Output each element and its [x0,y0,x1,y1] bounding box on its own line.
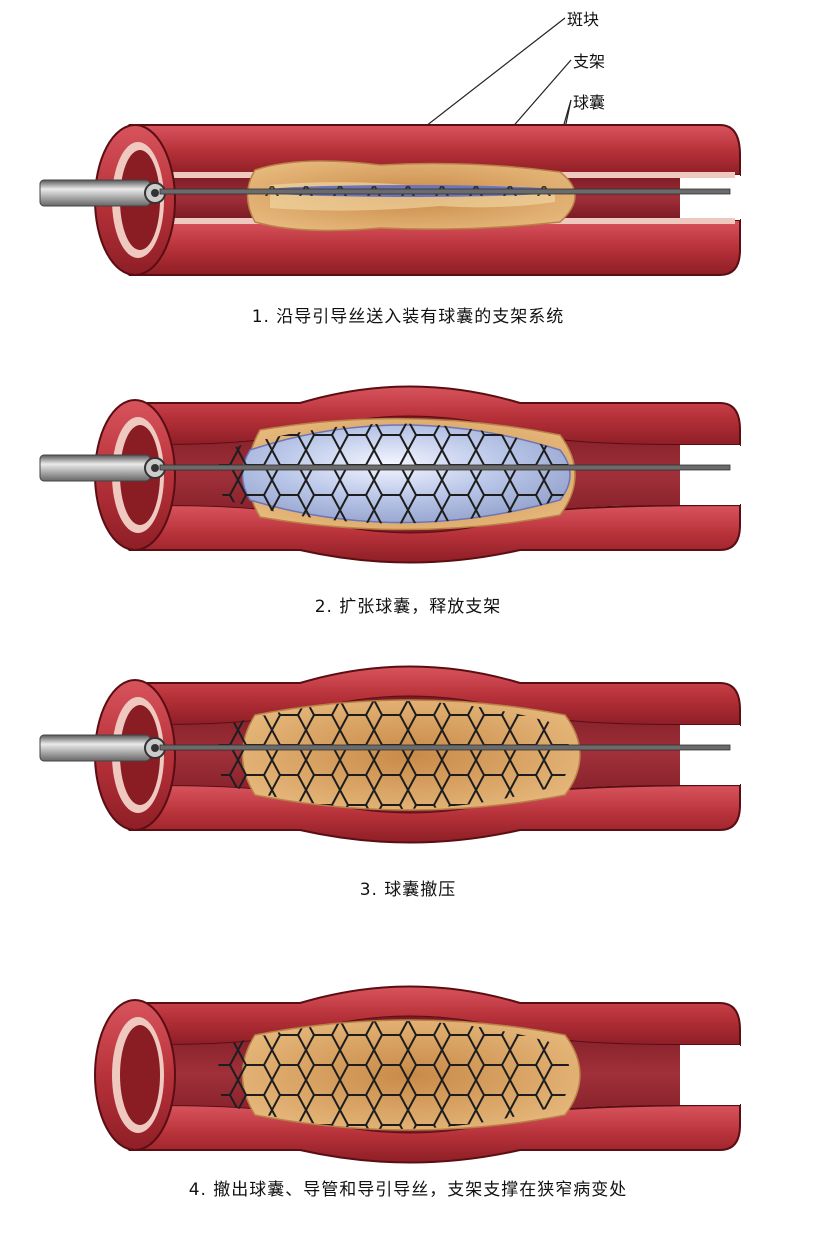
step-4-diagram [0,975,816,1185]
catheter-icon [40,180,150,206]
guidewire-icon [160,745,730,750]
step-3-diagram [0,655,816,855]
guidewire-icon [160,465,730,470]
step-4-caption: 4. 撤出球囊、导管和导引导丝，支架支撑在狭窄病变处 [0,1175,816,1200]
step-2-diagram [0,375,816,575]
stent-mesh-icon [218,424,571,524]
step-2-caption: 2. 扩张球囊，释放支架 [0,592,816,617]
catheter-icon [40,455,150,481]
step-3-caption: 3. 球囊撤压 [0,875,816,900]
guidewire-icon [160,189,730,194]
stent-mesh-icon [218,1021,571,1129]
catheter-icon [40,735,150,761]
step-1-caption: 1. 沿导引导丝送入装有球囊的支架系统 [0,302,816,327]
stent-mesh-icon [218,701,571,809]
step-1-diagram [0,110,816,300]
